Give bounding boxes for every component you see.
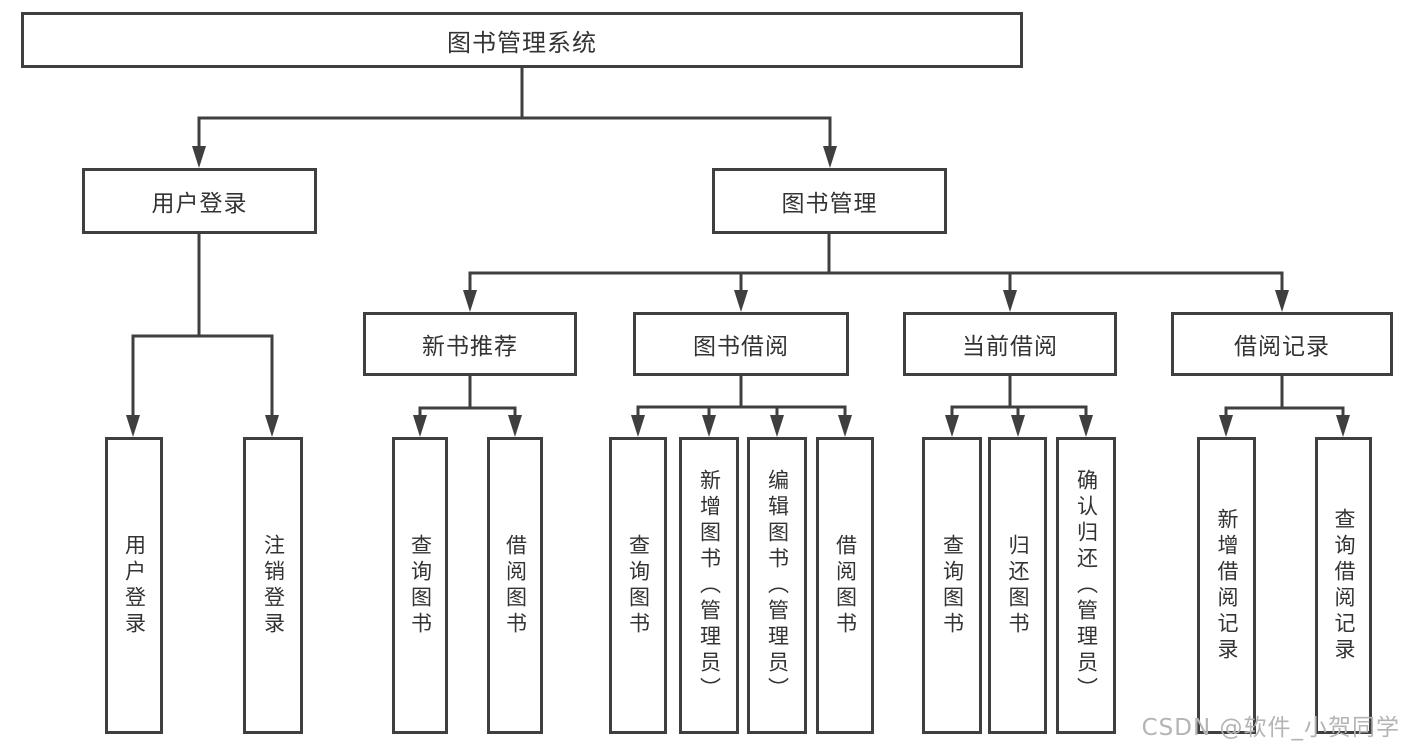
- node-label: 新增借阅记录: [1215, 507, 1239, 664]
- connector-new-book-split: [418, 375, 517, 419]
- node-label: 确认归还（管理员）: [1074, 468, 1099, 703]
- node-label: 用户登录: [151, 191, 248, 217]
- node-label: 用户登录: [122, 533, 147, 638]
- leaf-user-login: 用户登录: [105, 437, 163, 734]
- node-book-borrowing: 图书借阅: [633, 312, 849, 376]
- node-label: 借阅记录: [1234, 334, 1330, 360]
- node-book-management: 图书管理: [712, 168, 947, 234]
- watermark: CSDN @软件_小贺同学: [1141, 715, 1400, 741]
- arrowhead: [1003, 290, 1017, 312]
- connector-current-borrow-split: [950, 375, 1088, 419]
- leaf-edit-books-admin: 编辑图书（管理员）: [747, 437, 807, 734]
- node-library-management-system: 图书管理系统: [21, 12, 1023, 68]
- leaf-borrow-books-2: 借阅图书: [816, 437, 874, 734]
- leaf-query-books-1: 查询图书: [392, 437, 448, 734]
- node-label: 新书推荐: [422, 334, 518, 360]
- arrowhead: [945, 415, 959, 437]
- connector-root-split: [197, 67, 832, 150]
- node-label: 当前借阅: [962, 334, 1058, 360]
- leaf-query-books-2: 查询图书: [609, 437, 667, 734]
- arrowhead: [1275, 290, 1289, 312]
- connector-book-management-split: [468, 234, 1284, 294]
- node-current-borrowing: 当前借阅: [903, 312, 1117, 376]
- arrowhead: [823, 146, 837, 168]
- node-label: 图书借阅: [693, 334, 789, 360]
- connector-borrow-record-split: [1224, 375, 1345, 419]
- arrowhead: [734, 290, 748, 312]
- node-label: 借阅图书: [503, 533, 528, 638]
- arrowhead: [1011, 415, 1025, 437]
- arrowhead: [126, 415, 140, 437]
- arrowhead: [463, 290, 477, 312]
- leaf-query-books-3: 查询图书: [922, 437, 982, 734]
- node-label: 借阅图书: [833, 533, 858, 638]
- leaf-borrow-books-1: 借阅图书: [487, 437, 543, 734]
- node-borrowing-records: 借阅记录: [1171, 312, 1393, 376]
- leaf-add-borrow-record: 新增借阅记录: [1197, 437, 1256, 734]
- node-label: 新增图书（管理员）: [697, 468, 722, 703]
- node-new-book-recommendation: 新书推荐: [363, 312, 577, 376]
- node-label: 查询图书: [408, 533, 433, 638]
- node-label: 注销登录: [261, 533, 286, 638]
- node-user-login: 用户登录: [82, 168, 317, 234]
- connector-user-login-split: [131, 234, 274, 419]
- connector-book-borrow-split: [636, 375, 847, 419]
- leaf-add-books-admin: 新增图书（管理员）: [679, 437, 739, 734]
- node-label: 图书管理系统: [447, 28, 597, 57]
- arrowhead: [1219, 415, 1233, 437]
- leaf-query-borrow-record: 查询借阅记录: [1315, 437, 1372, 734]
- arrowhead: [631, 415, 645, 437]
- arrowhead: [265, 415, 279, 437]
- arrowhead: [508, 415, 522, 437]
- arrowhead: [702, 415, 716, 437]
- node-label: 查询图书: [626, 533, 651, 638]
- arrowhead: [1336, 415, 1350, 437]
- node-label: 归还图书: [1006, 533, 1030, 638]
- arrowhead: [413, 415, 427, 437]
- arrowhead: [192, 146, 206, 168]
- node-label: 编辑图书（管理员）: [765, 468, 790, 703]
- node-label: 查询借阅记录: [1332, 507, 1356, 664]
- arrowhead: [838, 415, 852, 437]
- arrowhead: [1079, 415, 1093, 437]
- leaf-return-books: 归还图书: [988, 437, 1047, 734]
- node-label: 查询图书: [940, 533, 965, 638]
- leaf-logout: 注销登录: [243, 437, 303, 734]
- node-label: 图书管理: [781, 191, 878, 217]
- leaf-confirm-return-admin: 确认归还（管理员）: [1056, 437, 1116, 734]
- arrowhead: [770, 415, 784, 437]
